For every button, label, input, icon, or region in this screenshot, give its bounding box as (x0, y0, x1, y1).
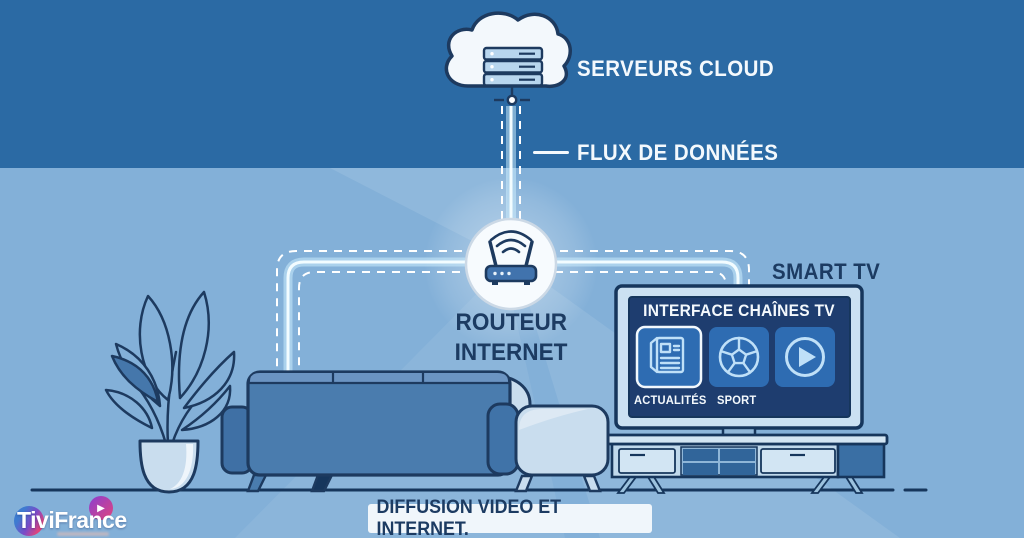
tile-sport (709, 327, 769, 387)
tile-actualites-label: ACTUALITÉS (634, 393, 707, 407)
brand-name: TiviFrance (17, 507, 127, 533)
cabinet-shelves (683, 449, 755, 475)
news-icon (649, 336, 685, 374)
brand-gradient-circle-icon (14, 506, 44, 536)
plant (104, 290, 236, 494)
play-badge-icon: ▶ (89, 496, 113, 520)
wifi-router-icon (464, 217, 558, 311)
server-stack-icon (482, 46, 544, 87)
cloud-server-icon (444, 11, 572, 106)
data-flow-legend-tick (533, 151, 569, 154)
tile-sport-label: SPORT (717, 393, 757, 407)
tv-cabinet (601, 433, 889, 494)
cabinet-drawer (760, 448, 836, 474)
smart-tv-label: SMART TV (772, 259, 881, 284)
smart-tv (614, 284, 864, 447)
data-flow-label: FLUX DE DONNÉES (577, 140, 779, 165)
caption-banner: DIFFUSION VIDEO ET INTERNET. (368, 497, 652, 538)
tv-screen-title: INTERFACE CHAÎNES TV (643, 302, 836, 320)
cloud-servers-label: SERVEURS CLOUD (577, 56, 775, 81)
play-icon (785, 337, 825, 377)
data-flow-lines (276, 106, 750, 372)
cabinet-drawer (618, 448, 676, 474)
brand-tagline (57, 532, 109, 536)
brand-logo: ▶ TiviFrance (8, 495, 148, 538)
sofa-chaise (514, 404, 610, 477)
cabinet-end-panel (836, 442, 886, 479)
sofa (220, 370, 610, 493)
soccer-ball-icon (718, 336, 760, 378)
router-label: ROUTEUR INTERNET (454, 309, 568, 366)
